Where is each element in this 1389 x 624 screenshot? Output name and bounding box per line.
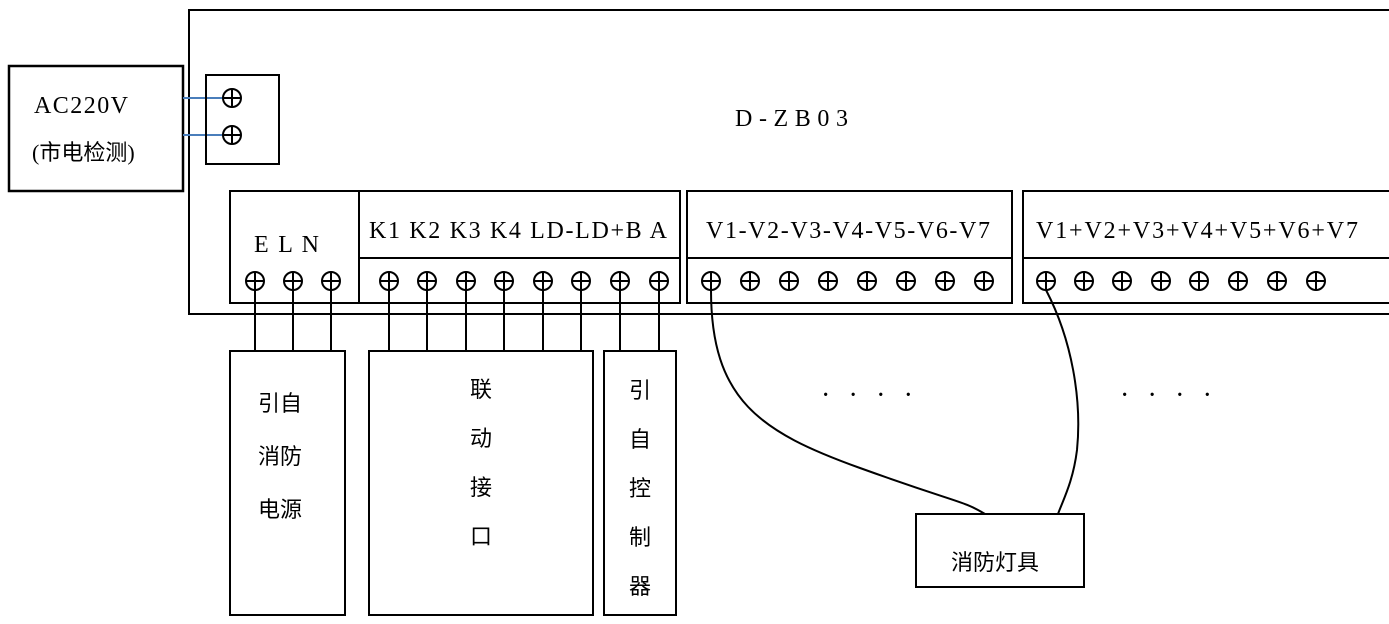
- device-model-label: D-ZB03: [735, 106, 848, 132]
- terminal-screw-icon: [818, 271, 838, 291]
- terminal-screw-icon: [571, 271, 591, 291]
- terminal-screw-icon: [610, 271, 630, 291]
- controller-char-4: 制: [629, 525, 651, 550]
- device-enclosure: [188, 9, 1389, 315]
- lamp-wire-negative: [710, 289, 986, 515]
- terminal-screw-icon: [1228, 271, 1248, 291]
- linkage-wires: [388, 290, 582, 351]
- terminal-screw-icon: [649, 271, 669, 291]
- terminal-block-v-minus: V1-V2-V3-V4-V5-V6-V7: [686, 190, 1013, 304]
- terminal-block-linkage-label: K1 K2 K3 K4 LD-LD+B A: [369, 218, 668, 244]
- terminal-screw-icon: [701, 271, 721, 291]
- terminal-block-v-plus-label: V1+V2+V3+V4+V5+V6+V7: [1036, 218, 1358, 244]
- controller-char-5: 器: [629, 574, 651, 599]
- controller-char-2: 自: [629, 427, 651, 452]
- terminal-block-linkage: K1 K2 K3 K4 LD-LD+B A: [358, 190, 681, 304]
- terminal-screw-icon: [321, 271, 341, 291]
- fire-power-line-2: 消防: [258, 444, 302, 469]
- terminal-screw-icon: [379, 271, 399, 291]
- terminal-screw-icon: [533, 271, 553, 291]
- terminal-screw-icon: [779, 271, 799, 291]
- terminal-block-v-minus-label: V1-V2-V3-V4-V5-V6-V7: [706, 218, 990, 244]
- terminal-row-v-plus: [1036, 271, 1326, 291]
- ac-input-subtitle: (市电检测): [32, 140, 135, 165]
- terminal-screw-icon: [222, 88, 242, 108]
- fire-power-box: 引自 消防 电源: [229, 350, 346, 616]
- terminal-screw-icon: [857, 271, 877, 291]
- terminal-screw-icon: [494, 271, 514, 291]
- terminal-screw-icon: [974, 271, 994, 291]
- fire-power-line-1: 引自: [258, 391, 302, 416]
- ac-terminal-block: [205, 74, 280, 165]
- terminal-screw-icon: [456, 271, 476, 291]
- ellipsis-dots-2: · · · ·: [1120, 380, 1212, 411]
- terminal-block-v-plus: V1+V2+V3+V4+V5+V6+V7: [1022, 190, 1389, 304]
- terminal-row-v-minus: [701, 271, 994, 291]
- controller-char-1: 引: [629, 378, 651, 403]
- terminal-screw-icon: [417, 271, 437, 291]
- terminal-screw-icon: [1036, 271, 1056, 291]
- linkage-char-1: 联: [470, 377, 492, 402]
- terminal-screw-icon: [1112, 271, 1132, 291]
- ac-input-box: AC220V (市电检测): [7, 64, 185, 193]
- terminal-block-eln-label: E L N: [254, 232, 319, 258]
- fire-power-line-3: 电源: [258, 497, 302, 522]
- linkage-char-3: 接: [470, 475, 492, 500]
- terminal-screw-icon: [1074, 271, 1094, 291]
- ellipsis-dots-1: · · · ·: [821, 380, 913, 411]
- terminal-screw-icon: [935, 271, 955, 291]
- lamp-wire-positive: [1045, 289, 1080, 515]
- terminal-screw-icon: [1189, 271, 1209, 291]
- fire-lamp-box: 消防灯具: [915, 513, 1085, 588]
- terminal-row-linkage: [379, 271, 669, 291]
- linkage-char-2: 动: [470, 426, 492, 451]
- linkage-interface-box: 联 动 接 口: [368, 350, 594, 616]
- terminal-screw-icon: [1306, 271, 1326, 291]
- terminal-screw-icon: [283, 271, 303, 291]
- terminal-screw-icon: [1267, 271, 1287, 291]
- controller-wires: [619, 290, 660, 351]
- ac-input-title: AC220V: [34, 93, 129, 119]
- controller-box: 引 自 控 制 器: [603, 350, 677, 616]
- fire-power-wires: [254, 290, 332, 351]
- terminal-row-eln: [245, 271, 341, 291]
- terminal-screw-icon: [896, 271, 916, 291]
- controller-char-3: 控: [629, 476, 651, 501]
- terminal-screw-icon: [740, 271, 760, 291]
- fire-lamp-label: 消防灯具: [951, 550, 1039, 575]
- terminal-screw-icon: [245, 271, 265, 291]
- linkage-char-4: 口: [470, 524, 492, 549]
- terminal-screw-icon: [222, 125, 242, 145]
- terminal-screw-icon: [1151, 271, 1171, 291]
